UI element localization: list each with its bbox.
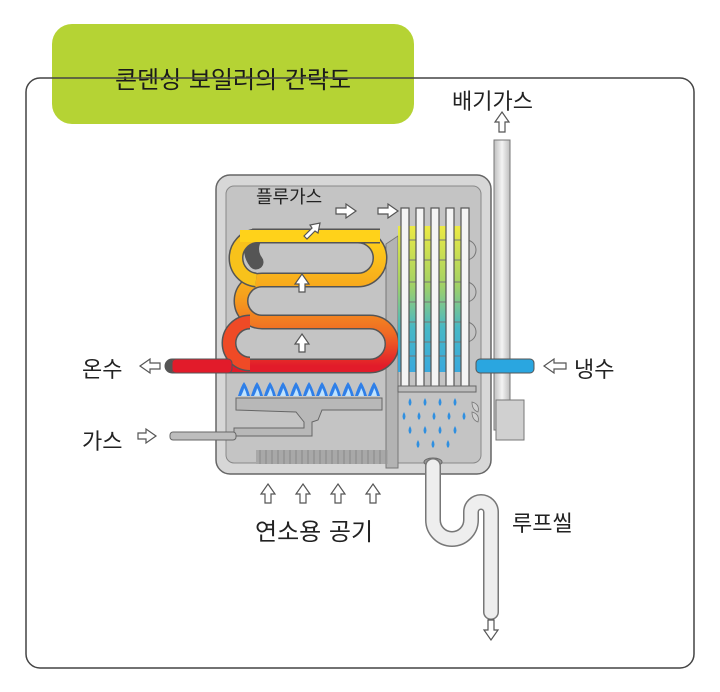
label-exhaust-gas: 배기가스 — [452, 90, 533, 115]
arrow-gas-in — [137, 427, 158, 445]
exchanger-base — [397, 385, 477, 393]
condensate-trap-box — [495, 399, 525, 441]
arrow-flue — [293, 202, 400, 353]
burner-flame-cores — [241, 388, 377, 396]
exhaust-pipe — [493, 139, 511, 431]
label-cold-water: 냉수 — [574, 358, 615, 383]
hot-water-pipe — [171, 358, 233, 374]
burner — [233, 397, 383, 437]
label-hot-water: 온수 — [82, 358, 123, 383]
arrow-drain-down — [482, 619, 500, 642]
air-intake-grill — [256, 450, 388, 464]
label-combustion-air: 연소용 공기 — [255, 518, 374, 546]
diagram-title: 콘덴싱 보일러의 간략도 — [114, 66, 352, 94]
condensate-droplets — [402, 398, 466, 448]
outer-frame — [25, 77, 695, 669]
title-badge — [52, 24, 414, 124]
fan-icon — [471, 401, 479, 423]
label-loop-seal: 루프씰 — [512, 512, 573, 537]
label-gas: 가스 — [82, 430, 123, 455]
arrow-air-in — [259, 482, 382, 504]
cold-water-pipe — [475, 358, 535, 374]
arrow-exhaust-up — [493, 110, 511, 133]
arrow-cold-water-in — [542, 357, 567, 375]
arrow-hot-water-out — [138, 357, 161, 375]
label-flue-gas: 플루가스 — [256, 187, 323, 208]
gas-pipe — [169, 431, 237, 441]
